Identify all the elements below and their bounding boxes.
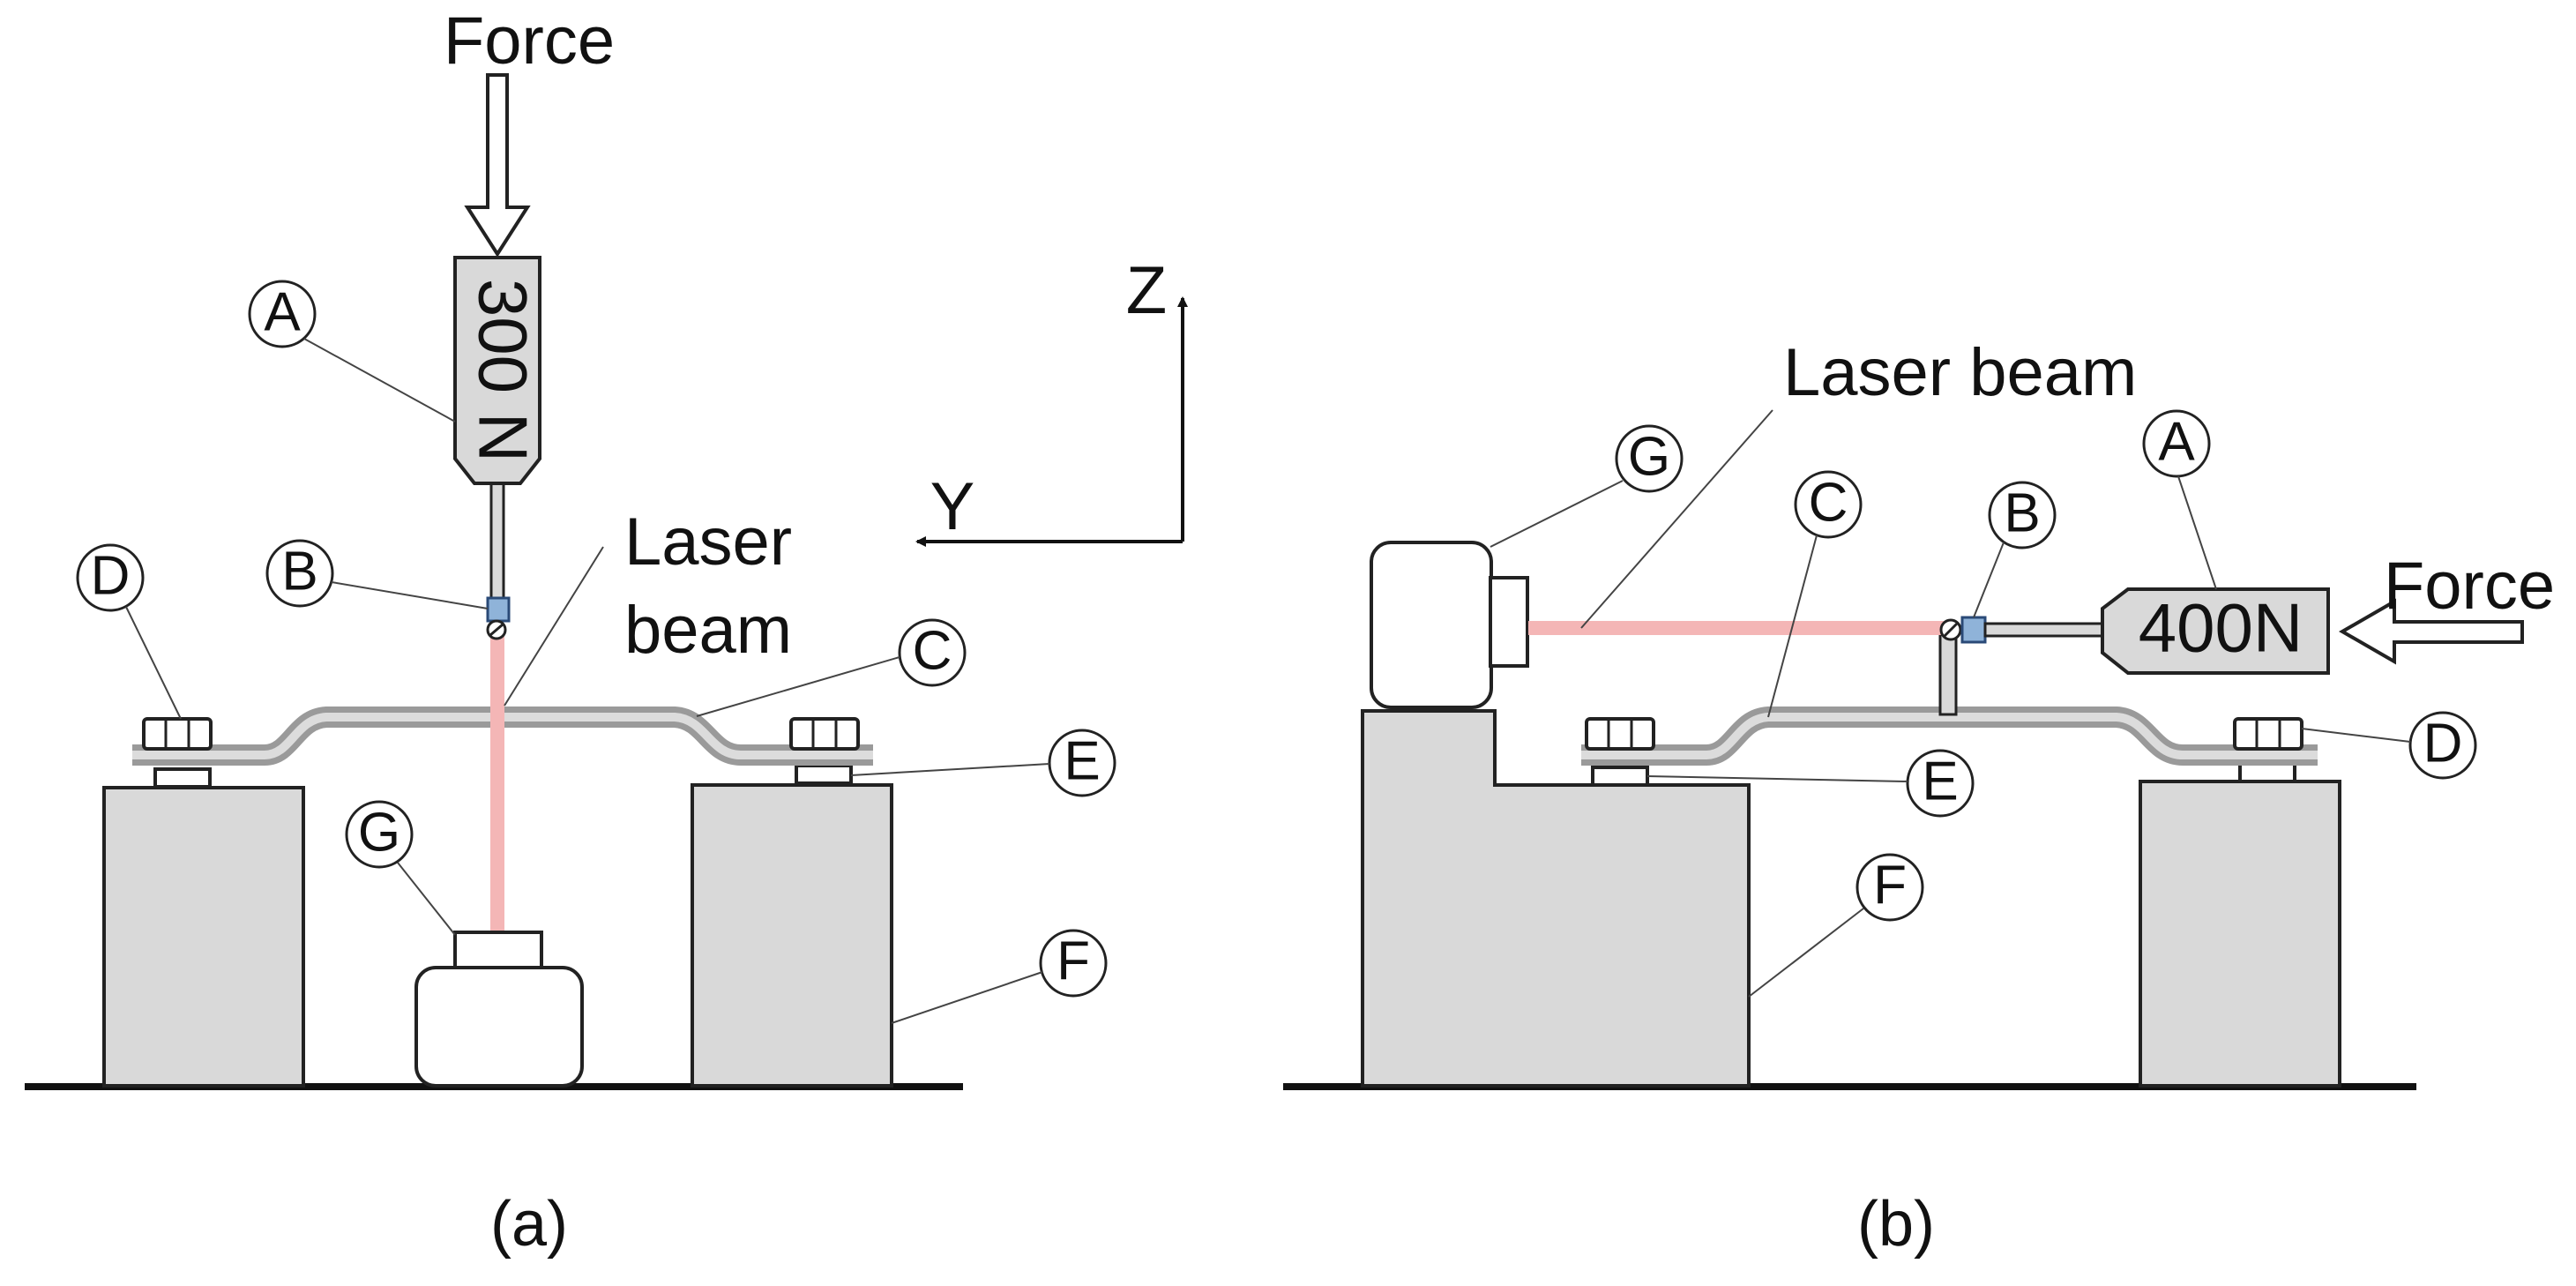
force-label-a: Force [444,4,615,79]
leader-f-a [891,971,1043,1024]
marker-e-a-text: E [1064,730,1100,791]
axis-z-label: Z [1126,253,1167,328]
marker-e-b [1906,749,1975,818]
force-label-b: Force [2384,549,2555,624]
leader-d-a [125,606,182,720]
clamp-screw-slot-a [489,623,504,637]
marker-a-b [2142,409,2211,478]
marker-c-a [898,618,967,687]
marker-f-b [1855,853,1924,922]
washer-right-a [795,764,853,785]
panel-a: 300 N Force Laser beam A B C D E [25,4,1116,1260]
laser-sensor-a [414,931,584,1088]
clamp-b [1960,616,1987,644]
marker-d-a [76,543,145,612]
leader-b-b [1973,542,2005,618]
gauge-rod-a [489,482,505,600]
leader-g-a [397,862,456,936]
leader-c-b [1767,535,1818,718]
bolt-right-b [2233,717,2303,751]
laser-leader-b [1580,409,1773,629]
laser-leader-a [504,546,604,707]
marker-d-a-text: D [91,545,131,606]
marker-g-a [345,800,414,869]
leader-d-b [2301,728,2411,743]
marker-b-a-text: B [281,541,317,602]
marker-c-b-text: C [1809,472,1848,533]
leader-e-a [850,763,1050,776]
leader-a-a [303,338,456,422]
leader-f-b [1748,908,1864,998]
marker-g-b [1615,424,1684,493]
panel-b: 400N Force Laser beam A B C D E F G [1283,335,2555,1260]
force-gauge-a [453,256,541,485]
support-block-right-a [691,783,893,1088]
marker-f-a-text: F [1057,931,1090,991]
axis-y-label: Y [930,469,975,544]
leader-g-b [1490,480,1624,548]
force-gauge-b [2101,587,2330,675]
support-block-left-b [1361,709,1751,1088]
post-b [1938,632,1958,716]
bolt-left-b [1585,717,1655,751]
marker-a-b-text: A [2158,411,2195,472]
specimen-highlight-b [1581,713,2318,759]
gauge-rod-b [1983,622,2106,638]
marker-c-a-text: C [913,620,952,681]
clamp-screw-slot-b [1943,622,1959,638]
marker-b-b-text: B [2004,482,2040,543]
marker-b-a [265,539,334,608]
marker-e-a [1048,729,1116,797]
support-block-left-a [102,786,305,1088]
leader-a-b [2177,475,2217,590]
laser-label-a-line1: Laser [624,505,792,579]
marker-f-a [1039,929,1108,998]
washer-right-b [2238,762,2296,783]
leader-b-a [331,581,489,609]
marker-a-a-text: A [264,281,301,342]
specimen-strip-b [1581,707,2318,766]
force-arrow-a [464,73,531,258]
bolt-left-a [142,717,213,751]
marker-d-b [2408,711,2477,780]
washer-left-a [153,767,212,789]
marker-d-b-text: D [2423,713,2463,774]
leader-e-b [1646,775,1908,782]
marker-e-b-text: E [1922,751,1958,811]
gauge-reading-a: 300 N [464,279,541,462]
force-arrow-b [2338,598,2524,665]
marker-f-b-text: F [1873,855,1907,916]
clamp-a [486,596,511,623]
caption-b: (b) [1857,1189,1935,1260]
axes: Z Y [915,253,1188,547]
marker-g-a-text: G [358,802,400,863]
marker-a-a [248,280,317,348]
marker-g-b-text: G [1628,426,1670,487]
marker-c-b [1794,470,1863,539]
caption-a: (a) [490,1189,568,1260]
leader-c-a [696,656,900,717]
support-block-right-b [2139,780,2341,1088]
laser-label-a-line2: beam [624,593,792,668]
marker-b-b [1988,481,2057,550]
bolt-right-a [789,717,860,751]
washer-left-b [1591,766,1649,787]
laser-label-b: Laser beam [1783,335,2137,410]
gauge-reading-b: 400N [2139,589,2303,667]
laser-sensor-b [1370,541,1529,709]
